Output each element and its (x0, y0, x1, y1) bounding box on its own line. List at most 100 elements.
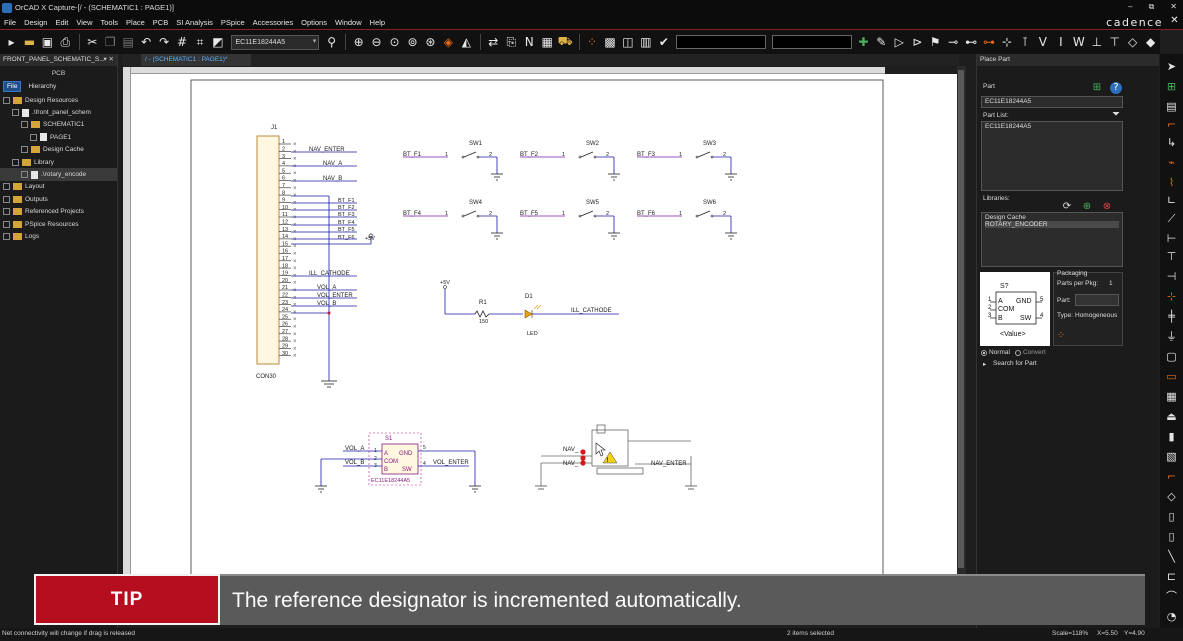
place-part-icon[interactable]: ◩ (212, 35, 224, 49)
measure-icon[interactable]: ◇ (1128, 35, 1138, 49)
tab-schematic-page1[interactable]: / - (SCHEMATIC1 : PAGE1)* (141, 54, 251, 66)
pin-dots-icon[interactable]: ⁘ (1056, 330, 1066, 341)
restore-button[interactable]: ⧉ (1148, 2, 1155, 11)
new-simulation-icon[interactable]: ✚ (858, 35, 869, 49)
library-item-rotary-encoder[interactable]: ROTARY_ENCODER (985, 221, 1119, 228)
add-library-icon[interactable]: ⊞ (1092, 82, 1102, 93)
bom-icon[interactable]: ▦ (541, 35, 553, 49)
part-input[interactable]: EC11E18244A5 (981, 96, 1123, 108)
check-icon[interactable]: ✔ (658, 35, 669, 49)
cut-icon[interactable]: ✂ (87, 35, 98, 49)
expand-toggle-icon[interactable] (21, 171, 28, 179)
radio-convert[interactable] (1015, 350, 1021, 356)
snap-icon[interactable]: ⌗ (196, 34, 204, 49)
place-rectangle-icon[interactable]: ▯ (1168, 510, 1175, 523)
copy-icon[interactable]: ❐ (104, 35, 116, 49)
place-no-connect-icon[interactable]: ⏚ (1166, 330, 1177, 343)
tree-item[interactable]: Design Resources (0, 94, 117, 106)
view-results-icon[interactable]: ⚑ (929, 35, 941, 49)
place-bus-entry-icon[interactable]: ⟋ (1167, 212, 1176, 225)
help-icon[interactable]: ? (1110, 82, 1122, 94)
component-manager-icon[interactable]: ▩ (604, 35, 616, 49)
part-list[interactable]: EC11E18244A5 (981, 121, 1123, 191)
marker-voltage-icon[interactable]: ⊸ (948, 35, 959, 49)
panel-splitter[interactable] (966, 54, 976, 628)
menu-edit[interactable]: Edit (55, 17, 69, 27)
expand-toggle-icon[interactable] (12, 158, 19, 166)
place-text-icon[interactable]: ▧ (1166, 450, 1177, 463)
redo-icon[interactable]: ↷ (159, 35, 170, 49)
radio-normal[interactable] (981, 350, 987, 356)
place-database-part-icon[interactable]: ▤ (1166, 100, 1177, 113)
tree-item[interactable]: Layout (0, 181, 117, 193)
menu-view[interactable]: View (76, 17, 93, 27)
part-select[interactable] (1075, 294, 1119, 306)
menu-window[interactable]: Window (334, 17, 362, 27)
paste-icon[interactable]: ▤ (122, 35, 134, 49)
menu-place[interactable]: Place (126, 17, 145, 27)
expand-toggle-icon[interactable] (3, 183, 10, 191)
tree-item[interactable]: Referenced Projects (0, 206, 117, 218)
expand-search-icon[interactable]: ▸ (983, 361, 987, 368)
library-item-design-cache[interactable]: Design Cache (985, 214, 1026, 221)
select-arrow-icon[interactable]: ➤ (1166, 60, 1177, 73)
place-pin-icon[interactable]: ▦ (1166, 390, 1177, 403)
led-circuit[interactable] (444, 289, 619, 319)
tree-item[interactable]: Outputs (0, 193, 117, 205)
tree-item[interactable]: PAGE1 (0, 131, 117, 143)
save-icon[interactable]: ▣ (41, 35, 54, 49)
schematic-canvas[interactable]: J1 CON30 1×2×3×4×5×6×7×8×9×10×11×12×13×1… (131, 74, 957, 578)
place-ieee-icon[interactable]: ⏏ (1166, 410, 1177, 423)
expand-toggle-icon[interactable] (21, 121, 28, 129)
marker-current-icon[interactable]: ⊶ (983, 35, 996, 49)
refresh-icon[interactable]: ⟳ (1062, 201, 1072, 212)
report-icon[interactable]: ▥ (640, 35, 652, 49)
close-window-button[interactable]: ✕ (1170, 2, 1177, 11)
connector-body[interactable] (256, 135, 280, 365)
close-document-button[interactable]: ✕ (1170, 15, 1179, 26)
drop-icon[interactable]: ◆ (1146, 35, 1156, 49)
drc-icon[interactable]: ◭ (461, 35, 471, 49)
simulation-profile-combo[interactable] (676, 35, 767, 49)
place-line-icon[interactable]: ⌐ (1166, 470, 1177, 483)
undo-icon[interactable]: ↶ (141, 35, 152, 49)
tree-item[interactable]: SCHEMATIC1 (0, 119, 117, 131)
expand-toggle-icon[interactable] (3, 220, 10, 228)
place-ground-icon[interactable]: ⊣ (1166, 270, 1177, 283)
part-list-item[interactable]: EC11E18244A5 (985, 123, 1032, 130)
place-bus-icon[interactable]: ⌇ (1168, 176, 1175, 189)
expand-toggle-icon[interactable] (30, 133, 37, 141)
tree-item[interactable]: .\rotary_encode (0, 168, 117, 181)
marker-power-icon[interactable]: ⊹ (1001, 35, 1013, 49)
netlist-icon[interactable]: ⇄ (488, 35, 499, 49)
menu-pcb[interactable]: PCB (152, 17, 169, 27)
place-hierarchical-block-icon[interactable]: ▢ (1166, 350, 1177, 363)
menu-file[interactable]: File (4, 17, 17, 27)
place-polyline-icon[interactable]: ◇ (1167, 490, 1176, 503)
canvas-vertical-scrollbar[interactable] (957, 66, 966, 577)
place-bookmark-icon[interactable]: ▮ (1168, 430, 1175, 443)
expand-toggle-icon[interactable] (3, 96, 10, 104)
cross-reference-icon[interactable]: ⎘ (506, 34, 517, 49)
place-bezier-icon[interactable]: ⌒ (1166, 590, 1177, 603)
expand-toggle-icon[interactable] (3, 208, 10, 216)
tab-hierarchy[interactable]: Hierarchy (28, 82, 57, 90)
menu-options[interactable]: Options (301, 17, 327, 27)
place-off-page-icon[interactable]: ⊹ (1166, 290, 1177, 303)
menu-pspice[interactable]: PSpice (220, 17, 245, 27)
menu-help[interactable]: Help (369, 17, 386, 27)
zoom-all-icon[interactable]: ⊚ (407, 35, 418, 49)
zoom-in-icon[interactable]: ⊕ (353, 35, 364, 49)
bias-current-icon[interactable]: I (1059, 35, 1063, 49)
expand-toggle-icon[interactable] (3, 195, 10, 203)
zoom-out-icon[interactable]: ⊖ (371, 35, 382, 49)
tree-item[interactable]: .\front_panel_schem (0, 106, 117, 118)
expand-toggle-icon[interactable] (21, 146, 28, 154)
run-pspice-icon[interactable]: ⊳ (912, 35, 923, 49)
menu-si-analysis[interactable]: SI Analysis (176, 17, 213, 27)
place-net-alias-icon[interactable]: ⊢ (1166, 232, 1177, 245)
